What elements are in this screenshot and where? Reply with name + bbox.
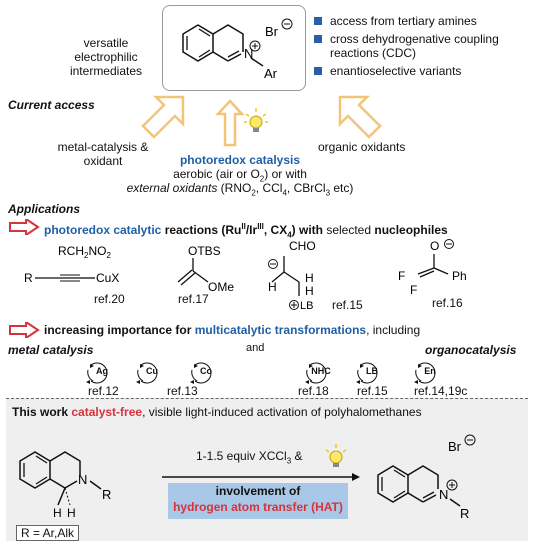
bullet-square-icon <box>314 35 322 43</box>
and-label: and <box>246 342 265 354</box>
nucleophile-structures: RCH2NO2 R CuX OTBS OMe CHO H H H LB O Ph… <box>24 239 467 312</box>
photoredox-line1: aerobic (air or O2) or with <box>173 167 307 184</box>
catalyst-cycle-nhc <box>305 362 327 384</box>
ref-13: ref.13 <box>167 384 198 398</box>
catalyst-cycle-co <box>190 362 212 384</box>
reagent-label: 1-1.5 equiv XCCl3 & <box>196 449 303 466</box>
catalyst-cycle-en <box>414 362 436 384</box>
iminium-structure-svg: N Ar Br <box>182 18 293 81</box>
right-arrow-icon <box>338 95 382 139</box>
svg-text:N: N <box>244 46 253 61</box>
access-arrows <box>141 95 382 147</box>
catalyst-cycles <box>86 362 436 384</box>
hat-box: involvement of hydrogen atom transfer (H… <box>168 483 348 519</box>
svg-text:H: H <box>268 280 277 294</box>
catalyst-cycle-lb <box>356 362 378 384</box>
svg-text:R: R <box>460 506 469 521</box>
metal-catalysis-label: metal catalysis <box>8 343 94 357</box>
svg-text:LB: LB <box>300 300 313 312</box>
cat-cu: Cu <box>146 366 158 376</box>
this-work-scheme: N R H H N R Br <box>19 434 476 521</box>
svg-text:OTBS: OTBS <box>188 244 221 258</box>
photoredox-line2: external oxidants (RNO2, CCl4, CBrCl3 et… <box>126 181 354 198</box>
svg-text:RCH2NO2: RCH2NO2 <box>58 244 111 260</box>
this-work-title: This work catalyst-free, visible light-i… <box>12 405 422 419</box>
svg-text:F: F <box>398 269 405 283</box>
cat-co: Co <box>200 366 212 376</box>
svg-text:N: N <box>78 472 87 487</box>
applications-line: photoredox catalytic reactions (RuII/IrI… <box>44 222 448 240</box>
lightbulb-icon <box>325 444 347 467</box>
ref-17: ref.17 <box>178 292 209 306</box>
cat-nhc: NHC <box>311 366 331 376</box>
versatile-label: versatile electrophilic intermediates <box>69 36 143 78</box>
svg-text:OMe: OMe <box>208 280 234 294</box>
red-arrow-icon <box>9 322 40 338</box>
photoredox-title: photoredox catalysis <box>179 153 301 167</box>
svg-text:Ar: Ar <box>264 66 278 81</box>
ref-12: ref.12 <box>88 384 119 398</box>
iminium-structure-top: N Ar Br <box>162 5 306 91</box>
bullet-item: cross dehydrogenative coupling reactions… <box>314 32 524 60</box>
bullet-square-icon <box>314 17 322 25</box>
bullet-square-icon <box>314 67 322 75</box>
catalyst-cycle-cu <box>136 362 158 384</box>
applications-title: Applications <box>8 202 81 216</box>
svg-text:H: H <box>305 271 314 285</box>
svg-text:R: R <box>24 271 33 285</box>
svg-text:F: F <box>410 283 417 297</box>
organocatalysis-label: organocatalysis <box>425 343 517 357</box>
organic-oxidants: organic oxidants <box>318 140 406 154</box>
bullet-item: access from tertiary amines <box>314 14 524 28</box>
r-definition: R = Ar,Alk <box>16 525 80 541</box>
left-arrow-icon <box>141 95 185 139</box>
feature-bullets: access from tertiary amines cross dehydr… <box>314 14 524 82</box>
ref-15: ref.15 <box>332 298 363 312</box>
svg-text:N: N <box>439 487 448 502</box>
svg-text:Br: Br <box>448 439 462 454</box>
svg-text:R: R <box>102 487 111 502</box>
svg-text:Ph: Ph <box>452 269 467 283</box>
current-access-title: Current access <box>8 98 95 112</box>
ref-20: ref.20 <box>94 292 125 306</box>
cat-en: En <box>424 366 436 376</box>
svg-text:Br: Br <box>265 24 279 39</box>
svg-text:O: O <box>430 239 439 253</box>
red-arrow-icon <box>9 219 40 235</box>
bullet-item: enantioselective variants <box>314 64 524 78</box>
svg-text:H: H <box>305 284 314 298</box>
this-work-box: This work catalyst-free, visible light-i… <box>6 398 528 541</box>
svg-text:H: H <box>53 506 62 520</box>
lightbulb-icon <box>244 108 268 132</box>
up-arrow-icon <box>215 99 245 147</box>
ref-16: ref.16 <box>432 296 463 310</box>
ref-15b: ref.15 <box>357 384 388 398</box>
multicat-line: increasing importance for multicatalytic… <box>44 323 421 337</box>
cat-ag: Ag <box>96 366 108 376</box>
ref-18: ref.18 <box>298 384 329 398</box>
svg-text:H: H <box>67 506 76 520</box>
hat-line2: hydrogen atom transfer (HAT) <box>173 500 343 514</box>
cat-lb: LB <box>366 366 378 376</box>
svg-text:CHO: CHO <box>289 239 316 253</box>
ref-14-19c: ref.14,19c <box>414 384 468 398</box>
hat-line1: involvement of <box>215 484 301 498</box>
catalyst-cycle-ag <box>86 362 108 384</box>
svg-text:CuX: CuX <box>96 271 119 285</box>
metal-catalysis-oxidant: metal-catalysis & oxidant <box>57 140 149 168</box>
